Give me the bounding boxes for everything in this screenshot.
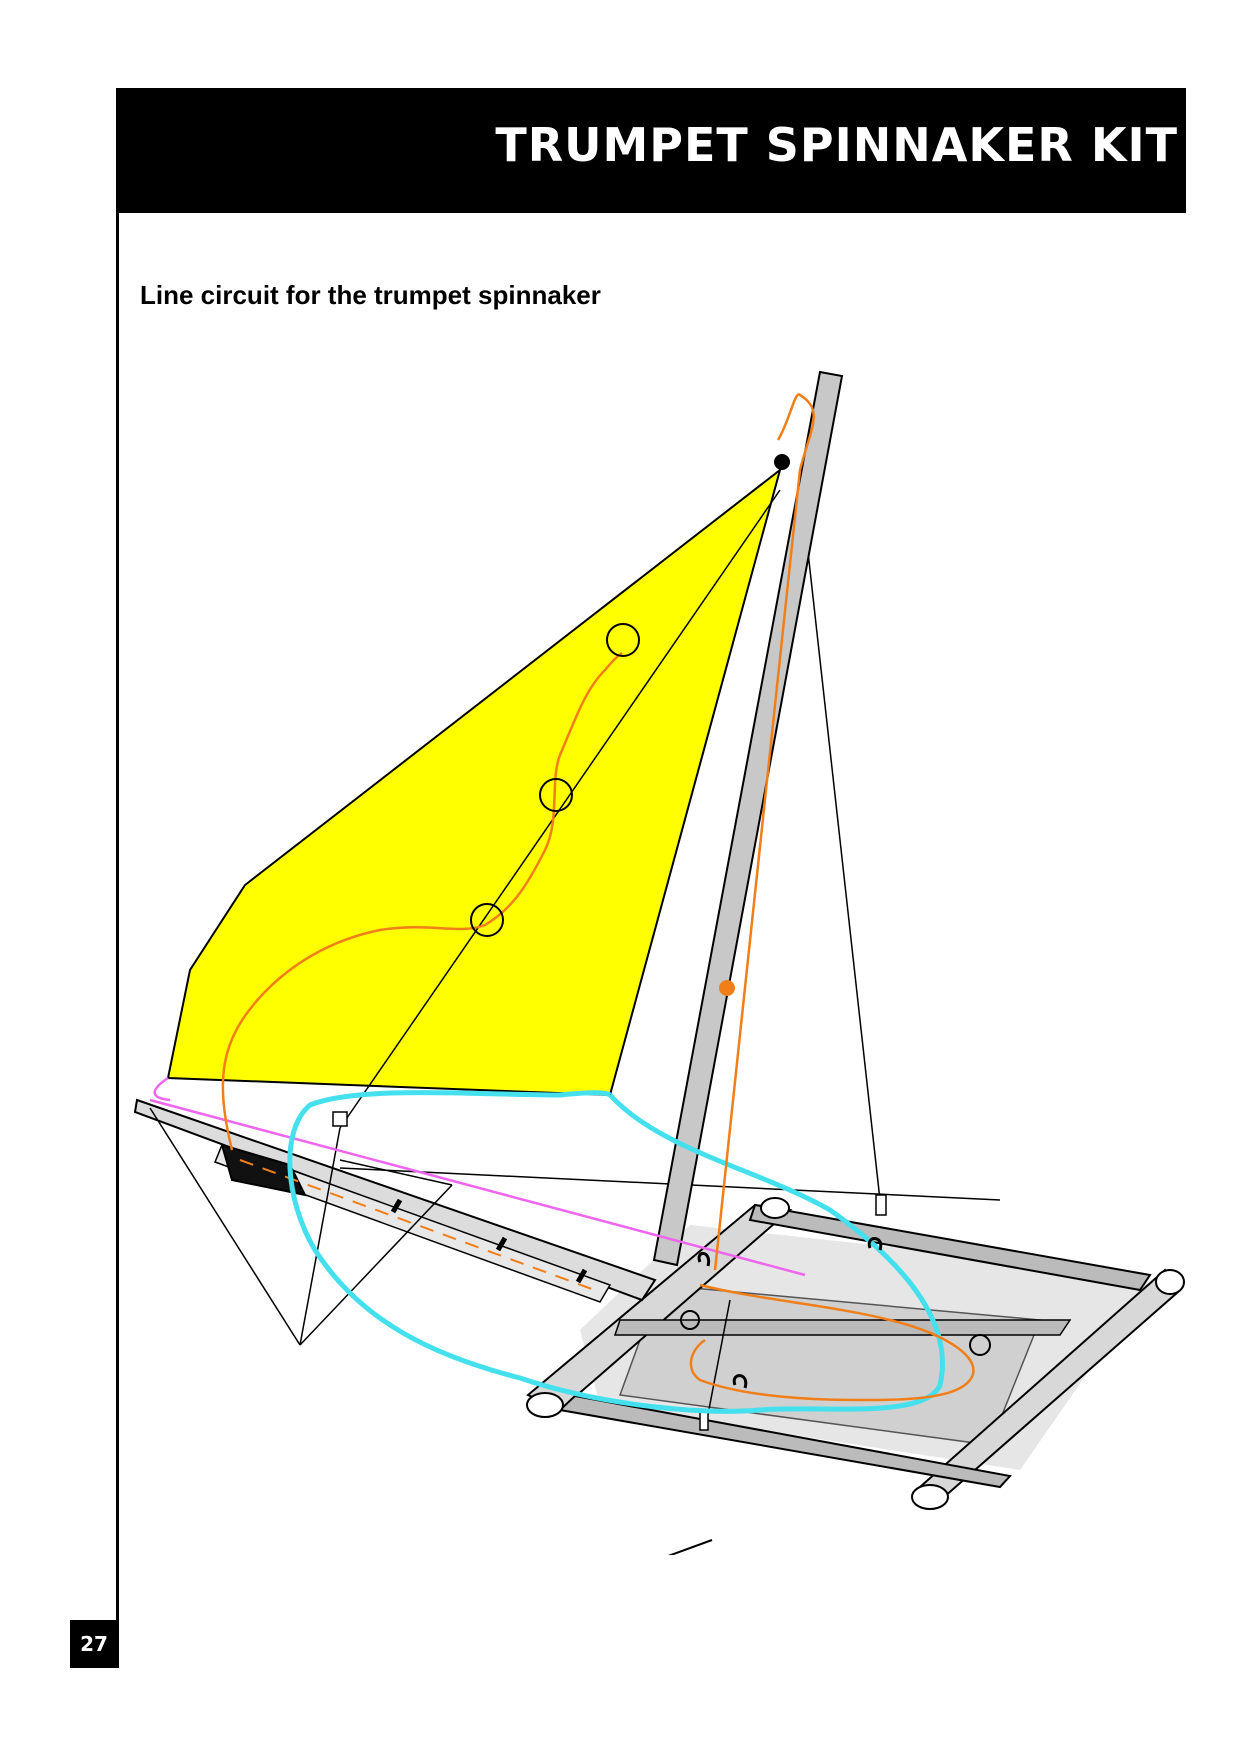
ring-upper — [606, 623, 640, 657]
trampoline-edge — [613, 1319, 1072, 1336]
sail-icon — [166, 467, 782, 1097]
pulley-icon — [969, 1334, 991, 1356]
halyard-line — [221, 393, 975, 1402]
page-number: 27 — [70, 1620, 118, 1668]
spinnaker-sheet-line — [287, 1090, 945, 1414]
cleat-icon — [697, 1237, 883, 1389]
bowsprit — [133, 1098, 657, 1303]
page-title: TRUMPET SPINNAKER KIT — [495, 118, 1178, 172]
sail-rings — [470, 623, 991, 1356]
page-margin-rule — [116, 88, 119, 1668]
header-bar: TRUMPET SPINNAKER KIT — [116, 88, 1186, 213]
side-beam-near — [557, 1394, 1012, 1489]
ring-middle — [539, 778, 573, 812]
halyard-inside-tube — [239, 1159, 601, 1293]
trumpet-mouth — [220, 1143, 307, 1197]
line-circuit-diagram — [120, 365, 1185, 1555]
mast-icon — [652, 370, 844, 1267]
bowsprit-line — [149, 1076, 806, 1277]
trumpet-tube — [214, 1144, 612, 1303]
block-icon — [680, 1310, 700, 1330]
rigging — [149, 479, 1001, 1431]
masthead-block — [774, 454, 790, 470]
ring-lower — [470, 903, 504, 937]
section-subtitle: Line circuit for the trumpet spinnaker — [140, 280, 601, 310]
